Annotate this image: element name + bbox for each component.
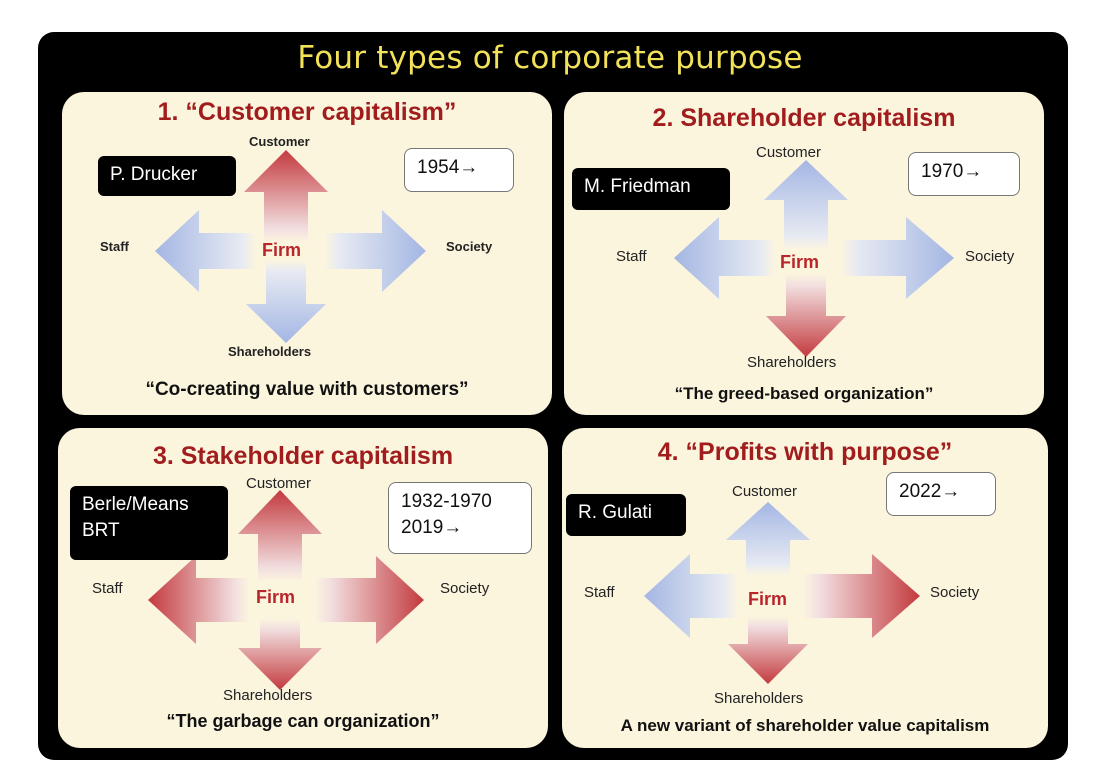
panel-caption: “Co-creating value with customers” <box>145 379 469 400</box>
label-staff: Staff <box>584 584 615 601</box>
arrow-down <box>766 273 846 357</box>
panel-title: 1. “Customer capitalism” <box>157 98 457 126</box>
arrow-up <box>238 490 322 582</box>
label-shareholders: Shareholders <box>228 344 312 359</box>
label-firm: Firm <box>256 587 296 607</box>
year-label: 1970→ <box>908 152 1020 196</box>
label-society: Society <box>440 580 490 597</box>
label-society: Society <box>930 584 980 601</box>
label-firm: Firm <box>780 252 820 272</box>
arrow-right <box>802 554 920 638</box>
panel-profits-with-purpose: 4. “Profits with purpose” R. Gulati 2022… <box>562 428 1048 748</box>
label-society: Society <box>965 248 1015 265</box>
year-label: 1932-1970 2019→ <box>388 482 532 554</box>
arrow-left <box>155 210 257 292</box>
arrow-down <box>238 618 322 690</box>
label-firm: Firm <box>262 240 302 260</box>
panel-customer-capitalism: 1. “Customer capitalism” P. Drucker 1954… <box>62 92 552 415</box>
label-customer: Customer <box>756 144 822 161</box>
arrow-right <box>324 210 426 292</box>
arrow-diagram <box>644 502 920 684</box>
label-staff: Staff <box>100 239 129 254</box>
panel-title: 4. “Profits with purpose” <box>657 438 953 466</box>
arrow-up <box>764 160 848 250</box>
arrow-diagram <box>674 160 954 357</box>
year-label: 1954→ <box>404 148 514 192</box>
arrow-diagram <box>148 490 424 690</box>
author-line: Berle/Means <box>82 494 189 515</box>
panel-caption: “The garbage can organization” <box>166 711 440 731</box>
panel-title: 3. Stakeholder capitalism <box>152 442 454 470</box>
arrow-down <box>246 259 326 343</box>
panel-title: 2. Shareholder capitalism <box>652 104 956 132</box>
arrow-left <box>148 556 250 644</box>
label-customer: Customer <box>249 134 310 149</box>
arrow-left <box>644 554 738 638</box>
arrow-left <box>674 217 776 299</box>
label-shareholders: Shareholders <box>223 687 313 704</box>
panel-caption: “The greed-based organization” <box>674 384 934 403</box>
author-label: R. Gulati <box>566 494 686 536</box>
year-label: 2022→ <box>886 472 996 516</box>
year-line: 1932-1970 <box>401 491 492 512</box>
label-society: Society <box>446 239 493 254</box>
year-line: 2019→ <box>401 517 463 538</box>
arrow-right <box>314 556 424 644</box>
label-staff: Staff <box>92 580 123 597</box>
label-firm: Firm <box>748 589 788 609</box>
label-shareholders: Shareholders <box>714 690 804 707</box>
panel-caption: A new variant of shareholder value capit… <box>620 716 990 735</box>
author-label: P. Drucker <box>98 156 236 196</box>
arrow-right <box>840 217 954 299</box>
panel-shareholder-capitalism: 2. Shareholder capitalism M. Friedman 19… <box>564 92 1044 415</box>
arrow-down <box>728 616 808 684</box>
panel-stakeholder-capitalism: 3. Stakeholder capitalism Berle/Means BR… <box>58 428 548 748</box>
author-label: Berle/Means BRT <box>70 486 228 560</box>
author-line: BRT <box>82 520 120 541</box>
main-title: Four types of corporate purpose <box>297 40 803 76</box>
label-staff: Staff <box>616 248 647 265</box>
arrow-up <box>726 502 810 576</box>
label-shareholders: Shareholders <box>747 354 837 371</box>
author-label: M. Friedman <box>572 168 730 210</box>
arrow-up <box>244 150 328 243</box>
label-customer: Customer <box>732 483 798 500</box>
arrow-diagram <box>155 150 426 343</box>
label-customer: Customer <box>246 475 312 492</box>
